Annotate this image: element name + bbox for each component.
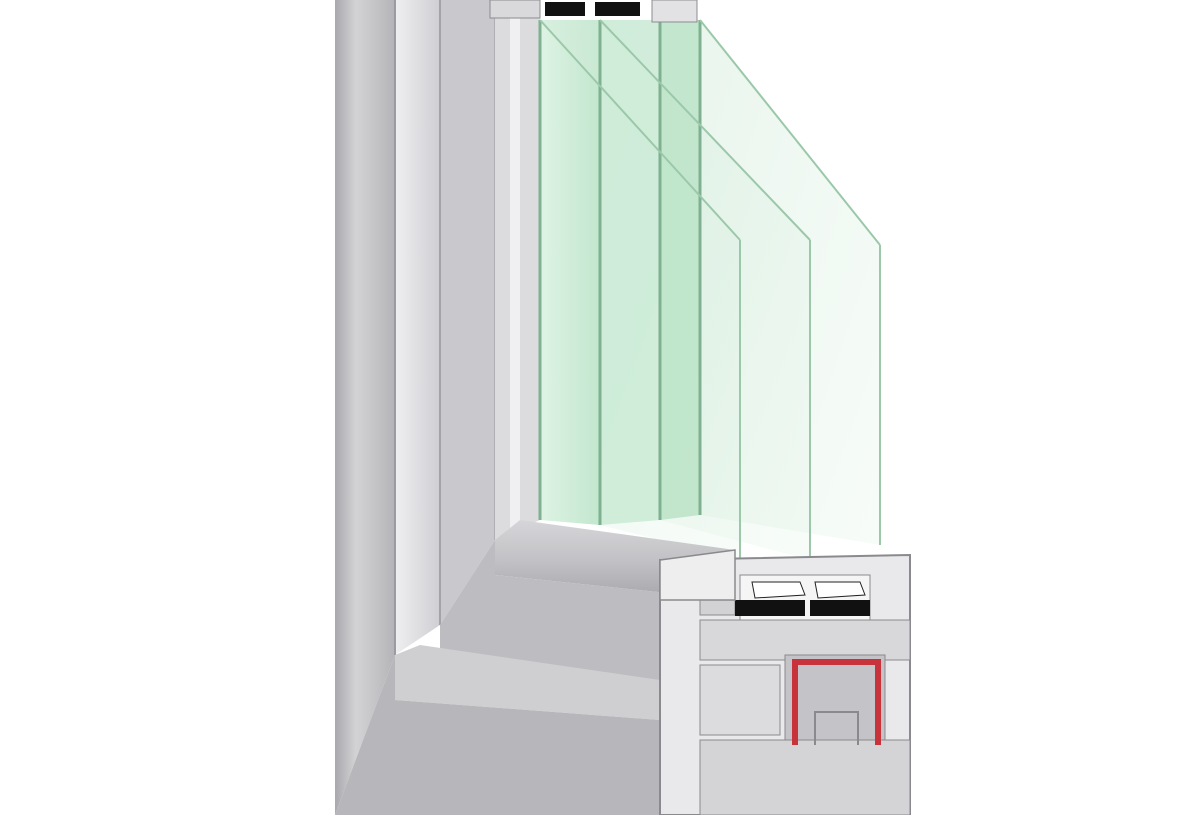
sash-frame bbox=[495, 0, 540, 540]
cut-edge-outline bbox=[659, 549, 736, 601]
profile-cross-section bbox=[659, 553, 911, 815]
top-spacers bbox=[489, 0, 698, 23]
triple-glazing bbox=[538, 19, 881, 560]
outer-frame bbox=[335, 0, 496, 815]
steel-reinforcement bbox=[792, 659, 881, 745]
bottom-sill bbox=[335, 520, 735, 815]
